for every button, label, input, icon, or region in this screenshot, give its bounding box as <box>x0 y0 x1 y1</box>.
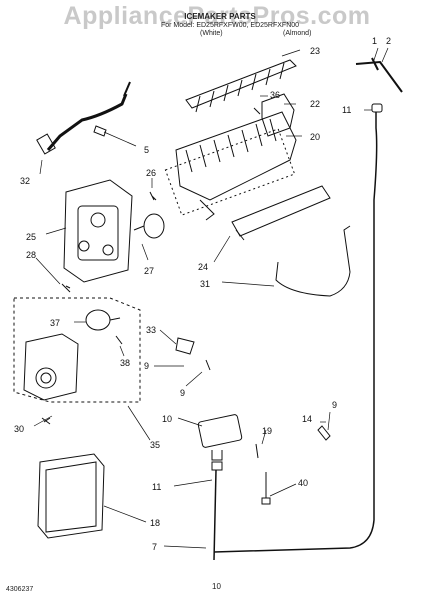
icemaker-mold <box>164 111 297 221</box>
module-motor-37 <box>85 309 121 331</box>
watermark: AppliancePartsPros.com <box>63 2 371 30</box>
water-fill-tube <box>213 57 403 553</box>
icemaker-motor <box>133 213 165 239</box>
document-number: 4306237 <box>6 586 34 593</box>
clip-5 <box>93 125 107 137</box>
callout-24: 24 <box>198 262 208 272</box>
callout-10: 10 <box>162 414 172 424</box>
callout-28: 28 <box>26 250 36 260</box>
callout-5: 5 <box>144 145 149 155</box>
callout-27: 27 <box>144 266 154 276</box>
callout-32: 32 <box>20 176 30 186</box>
callout-14: 14 <box>302 414 312 424</box>
tube-nut-40 <box>261 472 271 505</box>
screw-9a <box>205 359 211 371</box>
shutoff-arm <box>275 225 351 297</box>
callout-38: 38 <box>120 358 130 368</box>
callout-9a: 9 <box>144 361 149 371</box>
callout-22: 22 <box>310 99 320 109</box>
bracket-14 <box>317 425 331 441</box>
callout-36: 36 <box>270 90 280 100</box>
module-cover <box>63 179 133 283</box>
wire-harness <box>36 81 131 155</box>
page-number: 10 <box>212 582 221 591</box>
callout-2: 2 <box>386 36 391 46</box>
screw-30 <box>41 417 51 425</box>
callout-labels: 1 2 23 36 22 20 11 5 32 26 25 27 28 24 3… <box>14 36 391 552</box>
variant-white: (White) <box>200 30 223 37</box>
callout-9b: 9 <box>180 388 185 398</box>
ice-ejector <box>185 59 297 113</box>
leader-lines <box>33 47 389 549</box>
callout-40: 40 <box>298 478 308 488</box>
callout-23: 23 <box>310 46 320 56</box>
thermostat-group <box>13 297 141 403</box>
callout-18: 18 <box>150 518 160 528</box>
callout-30: 30 <box>14 424 24 434</box>
callout-37: 37 <box>50 318 60 328</box>
stripper <box>231 185 331 241</box>
callout-11a: 11 <box>342 105 351 115</box>
callout-20: 20 <box>310 132 320 142</box>
ice-bin-cover <box>37 453 105 539</box>
callout-7: 7 <box>152 542 157 552</box>
variant-almond: (Almond) <box>283 30 312 37</box>
screw-26 <box>149 191 157 201</box>
callout-9c: 9 <box>332 400 337 410</box>
screw-28 <box>61 283 71 293</box>
callout-25: 25 <box>26 232 36 242</box>
callout-11b: 11 <box>152 482 161 492</box>
water-valve <box>197 414 243 471</box>
callout-35: 35 <box>150 440 160 450</box>
callout-1: 1 <box>372 36 377 46</box>
supply-tube <box>213 469 217 561</box>
diagram-subtitle: For Model: ED25RFXFW00, ED25RFXFN00 <box>160 22 300 29</box>
screw-19 <box>255 443 259 459</box>
bracket-33 <box>175 337 195 355</box>
screw-36 <box>253 107 261 115</box>
part-38 <box>115 335 123 345</box>
callout-19: 19 <box>262 426 272 436</box>
callout-33: 33 <box>146 325 156 335</box>
callout-26: 26 <box>146 168 156 178</box>
callout-31: 31 <box>200 279 210 289</box>
diagram-title: ICEMAKER PARTS <box>184 12 256 21</box>
